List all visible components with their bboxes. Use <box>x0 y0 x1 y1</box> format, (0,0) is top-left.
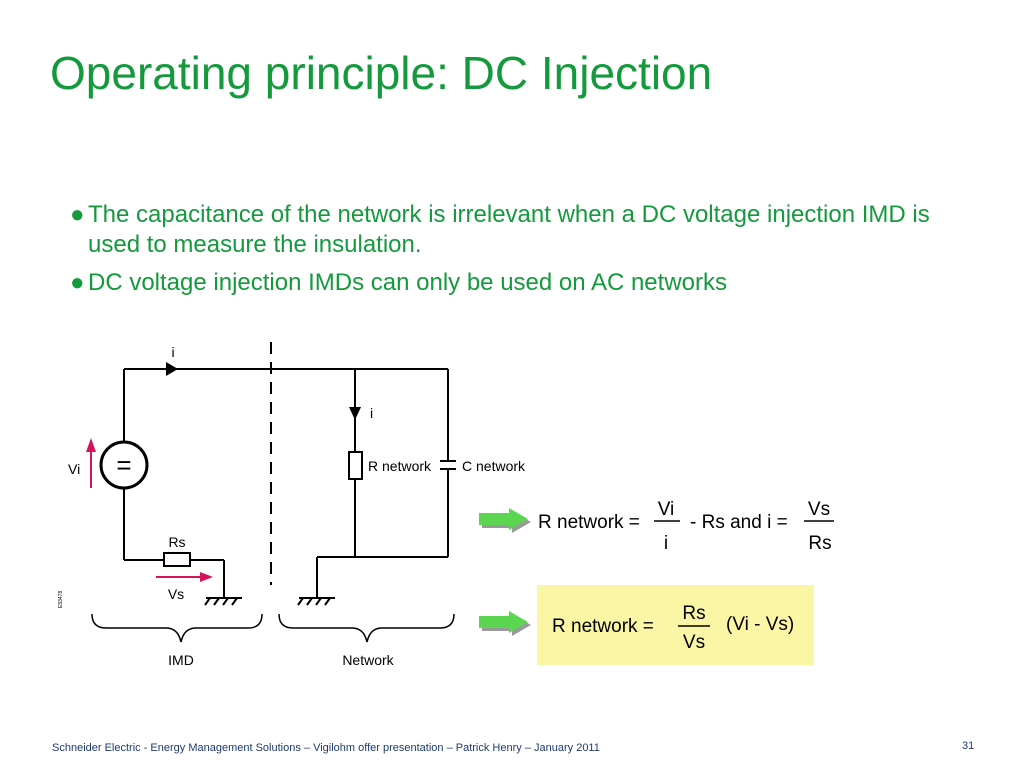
source-voltage-label: Vi <box>68 461 80 477</box>
dc-source-symbol: = <box>116 450 131 480</box>
bullet-text: The capacitance of the network is irrele… <box>88 201 930 258</box>
formula1-denominator-2: Rs <box>808 533 831 554</box>
formula1-numerator: Vi <box>658 499 675 520</box>
network-brace <box>278 613 455 643</box>
shunt-voltage-arrow-icon <box>200 572 213 582</box>
bullet-marker: ● <box>70 201 85 228</box>
dc-source-icon <box>99 440 149 490</box>
arrow-pointer-icon <box>479 611 531 636</box>
formula1-lhs: R network = <box>538 512 640 533</box>
dc-source: = <box>99 440 149 490</box>
network-circuit <box>316 369 449 598</box>
current-label-branch: i <box>370 405 373 421</box>
formula2-denominator: Vs <box>683 632 705 653</box>
formula2-highlight <box>537 585 814 665</box>
formula2-rhs: (Vi - Vs) <box>726 614 794 635</box>
formula1-denominator: i <box>664 533 668 554</box>
r-network-label: R network <box>368 458 432 474</box>
page-number: 31 <box>962 740 975 752</box>
shunt-resistor-icon <box>163 552 191 567</box>
shunt-voltage-label: Vs <box>168 586 184 602</box>
current-label-top: i <box>171 344 174 360</box>
imd-group-label: IMD <box>168 652 194 668</box>
imd-brace <box>91 613 263 643</box>
formula1-numerator-2: Vs <box>808 499 830 520</box>
formula1-middle: - Rs and i = <box>690 512 788 533</box>
bullet-item: ● DC voltage injection IMDs can only be … <box>70 268 930 298</box>
ground-icon <box>297 597 335 606</box>
formula2-numerator: Rs <box>682 603 705 624</box>
c-network-label: C network <box>462 458 526 474</box>
bullet-marker: ● <box>70 269 85 296</box>
network-group-label: Network <box>342 652 394 668</box>
ground-icon <box>204 597 242 606</box>
capacitor-icon <box>440 460 456 470</box>
slide-title: Operating principle: DC Injection <box>50 47 713 99</box>
current-arrow-icon <box>166 362 178 376</box>
r-network-resistor-icon <box>348 451 363 480</box>
bullet-list: ● The capacitance of the network is irre… <box>70 200 930 306</box>
arrow-pointer-icon <box>479 508 531 533</box>
footer-text: Schneider Electric - Energy Management S… <box>52 742 600 754</box>
drawing-reference: E93478 <box>58 591 64 608</box>
branch-current-arrow-icon <box>349 407 361 420</box>
formula2-lhs: R network = <box>552 616 654 637</box>
bullet-text: DC voltage injection IMDs can only be us… <box>88 269 727 296</box>
voltage-arrow-icon <box>86 438 96 452</box>
shunt-resistor-label: Rs <box>168 534 185 550</box>
bullet-item: ● The capacitance of the network is irre… <box>70 200 930 260</box>
